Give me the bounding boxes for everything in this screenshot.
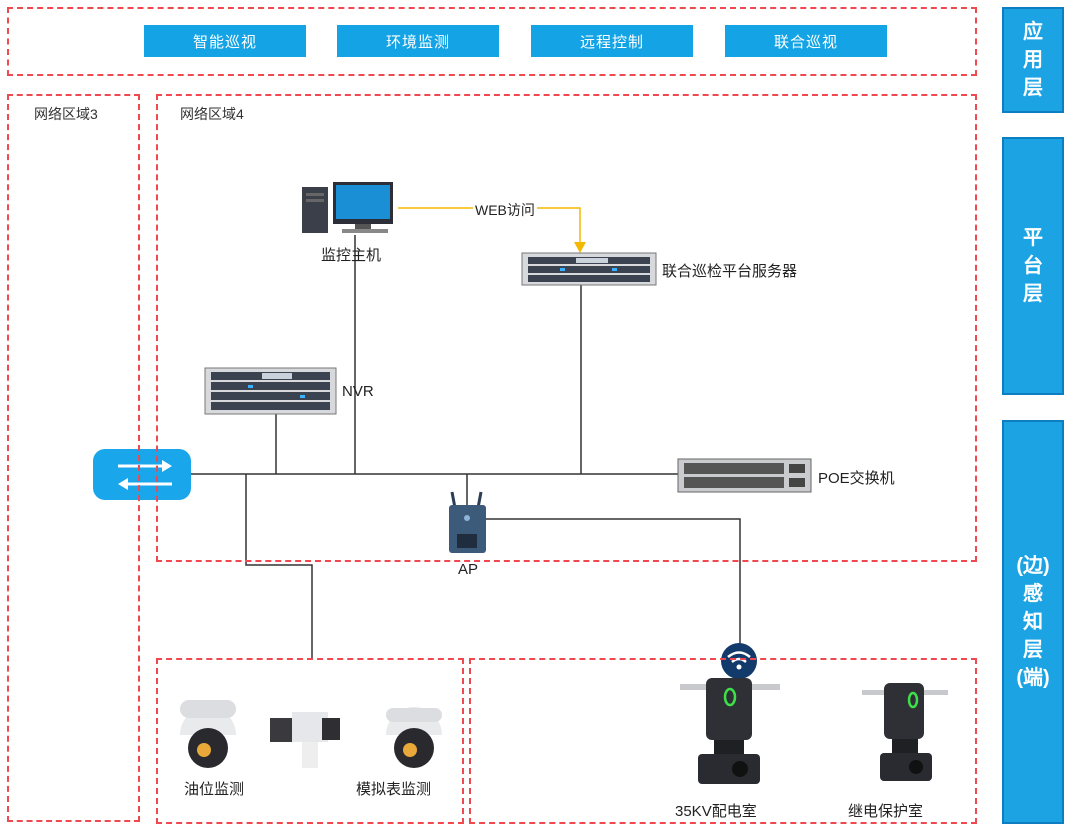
poe-switch-icon: [677, 458, 812, 493]
network-zone-3: [7, 94, 140, 822]
app-button-environment-monitoring[interactable]: 环境监测: [337, 25, 499, 57]
rail-robot-left-icon: [680, 678, 780, 784]
zone3-label: 网络区域3: [34, 106, 98, 122]
robot-zone: [469, 658, 977, 824]
side-layer-application-text: 应 用 层: [1023, 21, 1043, 99]
side-layer-platform: 平 台 层: [1002, 137, 1064, 395]
wifi-icon: [721, 643, 757, 679]
platform-server-icon: [521, 252, 657, 286]
platform-server-label: 联合巡检平台服务器: [662, 263, 798, 280]
side-layer-perception: (边) 感 知 层 (端): [1002, 420, 1064, 824]
rail-robot-right-icon: [862, 683, 948, 781]
app-button-smart-inspection[interactable]: 智能巡视: [144, 25, 306, 57]
side-layer-application: 应 用 层: [1002, 7, 1064, 113]
ap-label: AP: [458, 561, 479, 578]
side-layer-perception-text: (边) 感 知 层 (端): [1016, 555, 1050, 689]
poe-switch-label: POE交换机: [818, 470, 895, 487]
monitor-host-icon: [302, 182, 393, 233]
camera-zone: [156, 658, 464, 824]
nvr-label: NVR: [342, 383, 374, 400]
ptz-camera-icon: [270, 712, 340, 768]
app-button-remote-control[interactable]: 远程控制: [531, 25, 693, 57]
oil-monitor-label: 油位监测: [184, 781, 245, 798]
side-layer-platform-text: 平 台 层: [1023, 227, 1043, 305]
network-zone-4: [156, 94, 977, 562]
core-switch-icon: [93, 449, 191, 500]
dome-camera-left-icon: [180, 700, 236, 768]
ap-icon: [449, 491, 486, 553]
zone4-label: 网络区域4: [180, 106, 244, 122]
relay-room-label: 继电保护室: [848, 803, 924, 820]
app-button-joint-inspection[interactable]: 联合巡视: [725, 25, 887, 57]
analog-meter-label: 模拟表监测: [356, 781, 432, 798]
dome-camera-right-icon: [386, 707, 442, 768]
room-35kv-label: 35KV配电室: [675, 803, 757, 820]
nvr-icon: [204, 367, 337, 415]
application-layer-zone: [7, 7, 977, 76]
web-access-label: WEB访问: [473, 200, 537, 220]
monitor-host-label: 监控主机: [321, 247, 382, 264]
